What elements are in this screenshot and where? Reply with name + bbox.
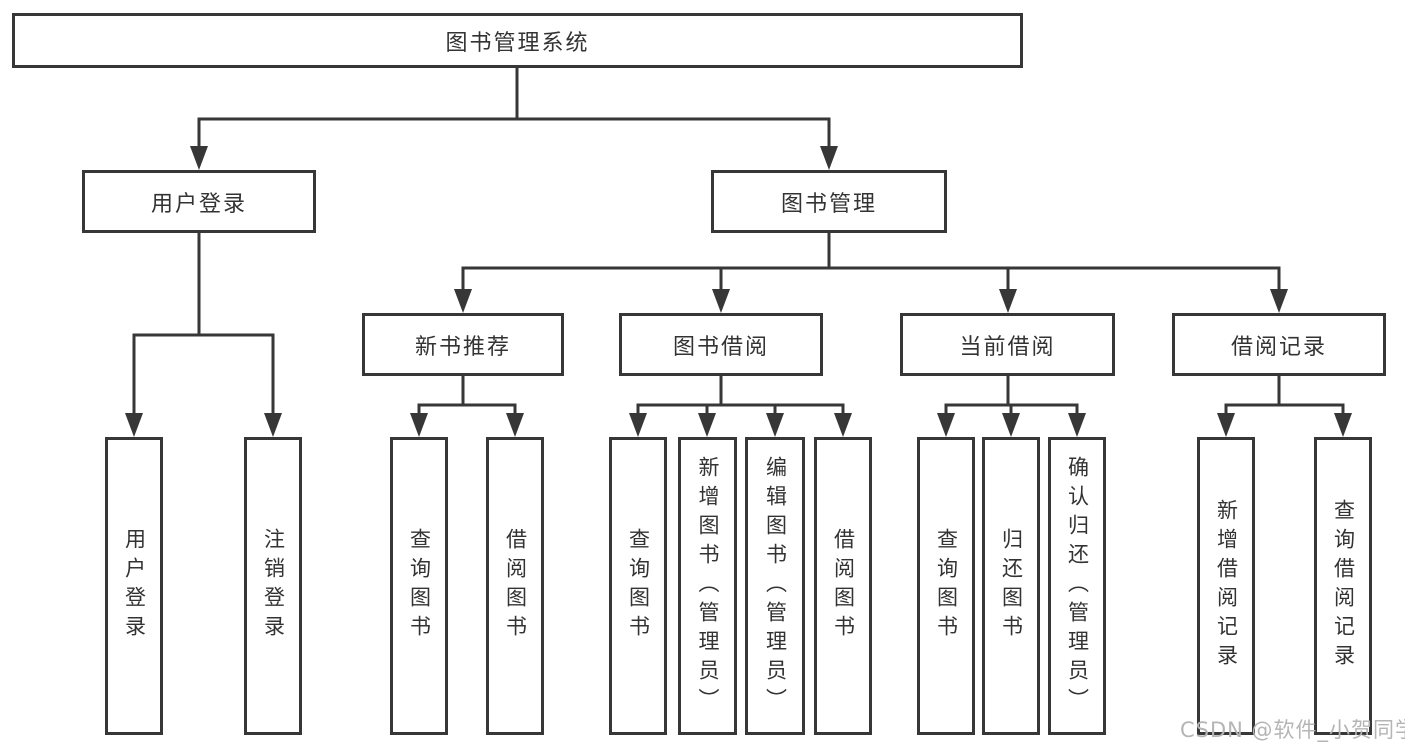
leaf-logout: 注销登录 <box>244 437 302 735</box>
leaf-borrow-books: 借阅图书 <box>814 437 872 735</box>
connector-new-book-to-leaves <box>410 374 524 437</box>
node-user-login: 用户登录 <box>82 170 316 233</box>
leaf-add-borrow-record-label: 新增借阅记录 <box>1214 499 1239 673</box>
connector-book-borrow-to-leaves <box>629 374 852 437</box>
node-book-management: 图书管理 <box>711 170 947 233</box>
leaf-borrow-books-recommend-label: 借阅图书 <box>503 528 528 644</box>
connector-book-management-to-sections <box>454 231 1288 313</box>
leaf-query-borrow-record: 查询借阅记录 <box>1314 437 1372 735</box>
leaf-edit-book-admin: 编辑图书（管理员） <box>745 437 805 735</box>
leaf-return-book: 归还图书 <box>982 437 1040 735</box>
node-borrow-records: 借阅记录 <box>1172 313 1386 376</box>
leaf-logout-label: 注销登录 <box>261 528 286 644</box>
connector-root-to-branches <box>190 66 838 170</box>
connector-user-login-to-leaves <box>125 231 282 437</box>
node-library-system: 图书管理系统 <box>12 13 1023 68</box>
leaf-borrow-books-recommend: 借阅图书 <box>486 437 544 735</box>
leaf-query-books-current-label: 查询图书 <box>934 528 959 644</box>
watermark: CSDN @软件_小贺同学 <box>1180 718 1405 742</box>
leaf-query-borrow-record-label: 查询借阅记录 <box>1331 499 1356 673</box>
connector-current-borrow-to-leaves <box>937 374 1086 437</box>
leaf-query-books-recommend-label: 查询图书 <box>407 528 432 644</box>
leaf-borrow-books-label: 借阅图书 <box>831 528 856 644</box>
leaf-edit-book-admin-label: 编辑图书（管理员） <box>763 455 788 717</box>
leaf-query-books-recommend: 查询图书 <box>390 437 448 735</box>
leaf-user-login-label: 用户登录 <box>122 528 147 644</box>
leaf-confirm-return-admin: 确认归还（管理员） <box>1048 437 1106 735</box>
leaf-confirm-return-admin-label: 确认归还（管理员） <box>1065 455 1090 717</box>
leaf-query-books-borrow: 查询图书 <box>609 437 667 735</box>
leaf-add-book-admin-label: 新增图书（管理员） <box>696 455 720 717</box>
leaf-query-books-current: 查询图书 <box>917 437 975 735</box>
leaf-query-books-borrow-label: 查询图书 <box>626 528 651 644</box>
connector-borrow-records-to-leaves <box>1217 374 1352 437</box>
leaf-add-borrow-record: 新增借阅记录 <box>1197 437 1255 735</box>
leaf-return-book-label: 归还图书 <box>999 528 1024 644</box>
leaf-user-login: 用户登录 <box>105 437 163 735</box>
node-new-book-recommend: 新书推荐 <box>362 313 564 376</box>
node-current-borrow: 当前借阅 <box>900 313 1115 376</box>
node-book-borrow: 图书借阅 <box>619 313 823 376</box>
leaf-add-book-admin: 新增图书（管理员） <box>678 437 737 735</box>
